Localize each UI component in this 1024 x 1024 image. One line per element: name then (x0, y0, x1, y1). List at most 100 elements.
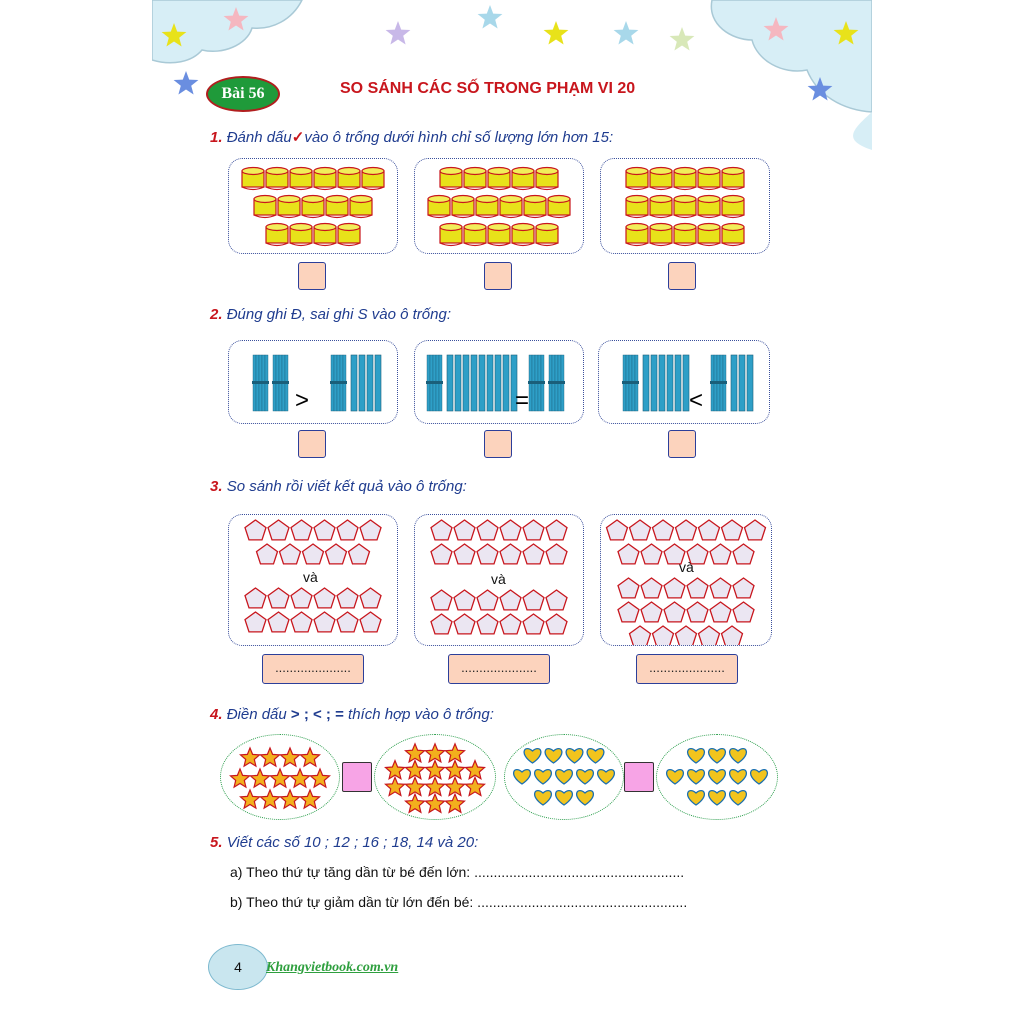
pentagon-icon (453, 589, 476, 611)
pentagon-icon (336, 519, 359, 541)
answer-box[interactable] (668, 262, 696, 290)
answer-box[interactable] (298, 430, 326, 458)
star-icon (239, 788, 261, 810)
pentagon-icon (476, 519, 499, 541)
pentagon-icon (545, 519, 568, 541)
pentagon-icon (244, 611, 267, 633)
page-title: SO SÁNH CÁC SỐ TRONG PHẠM VI 20 (340, 80, 636, 97)
drum-icon (337, 166, 361, 191)
drum-icon (349, 194, 373, 219)
star-icon (424, 792, 446, 814)
star-icon (807, 77, 833, 101)
pentagon-icon (244, 587, 267, 609)
stick-icon (510, 354, 518, 412)
drum-icon (511, 166, 535, 191)
question-5: 5. Viết các số 10 ; 12 ; 16 ; 18, 14 và … (210, 834, 478, 851)
sign-box[interactable] (342, 762, 372, 792)
stick-icon (738, 354, 746, 412)
drum-icon (487, 222, 511, 247)
star-icon (424, 759, 446, 780)
pentagon-icon (628, 519, 652, 541)
answer-box[interactable] (668, 430, 696, 458)
pentagon-icon (545, 543, 568, 565)
pentagon-icon (545, 589, 568, 611)
stick-icon (366, 354, 374, 412)
drum-icon (697, 194, 721, 219)
question-2: 2. Đúng ghi Đ, sai ghi S vào ô trống: (210, 306, 451, 323)
pentagon-icon (499, 613, 522, 635)
drum-icon (439, 166, 463, 191)
star-icon (444, 742, 466, 764)
star-icon (763, 17, 789, 41)
pentagon-icon (499, 519, 522, 541)
star-icon (309, 767, 331, 789)
pentagon-icon (359, 587, 382, 609)
pentagon-icon (301, 543, 325, 565)
heart-icon (750, 769, 768, 785)
heart-icon (729, 790, 747, 806)
answer-box[interactable] (484, 262, 512, 290)
stick-icon (642, 354, 650, 412)
hearts-oval-left (504, 734, 624, 820)
drum-icon (721, 166, 745, 191)
bundle-icon (330, 354, 347, 412)
sticks-group-1: > (228, 340, 398, 424)
answer-box[interactable] (298, 262, 326, 290)
pentagon-icon (255, 543, 279, 565)
order-ascending-line[interactable]: a) Theo thứ tự tăng dần từ bé đến lớn: .… (230, 864, 685, 880)
order-descending-line[interactable]: b) Theo thứ tự giảm dần từ lớn đến bé: .… (230, 894, 688, 910)
question-number: 2. (210, 306, 223, 323)
pentagon-icon (732, 577, 755, 599)
site-link[interactable]: Khangvietbook.com.vn (266, 960, 399, 975)
pentagon-group-3: và (600, 514, 772, 647)
pentagon-icon (453, 519, 476, 541)
pentagon-icon (522, 543, 545, 565)
stick-icon (374, 354, 382, 412)
pentagon-icon (290, 587, 313, 609)
stick-icon (462, 354, 470, 412)
drum-icon (289, 166, 313, 191)
star-icon (404, 759, 426, 780)
star-icon (404, 742, 426, 764)
pentagon-icon (732, 601, 755, 623)
stick-icon (486, 354, 494, 412)
pentagon-icon (720, 519, 744, 541)
star-icon (669, 27, 695, 51)
heart-icon (586, 748, 605, 764)
hearts-oval-right (656, 734, 778, 820)
pentagon-icon (476, 543, 499, 565)
pentagon-group-2: và (414, 514, 584, 646)
pentagon-icon (709, 543, 732, 565)
pentagon-icon (697, 625, 721, 647)
question-number: 1. (210, 129, 223, 146)
question-4: 4. Điền dấu > ; < ; = thích hợp vào ô tr… (210, 706, 494, 723)
pentagon-icon (267, 519, 290, 541)
pentagon-icon (313, 587, 336, 609)
heart-icon (555, 790, 573, 806)
pentagon-icon (313, 611, 336, 633)
drum-icon (463, 222, 487, 247)
question-text: So sánh rồi viết kết quả vào ô trống: (226, 478, 467, 495)
heart-icon (523, 748, 542, 764)
pentagon-icon (663, 543, 686, 565)
answer-box[interactable] (484, 430, 512, 458)
answer-field[interactable]: ..................... (262, 654, 364, 684)
drum-icon (547, 194, 571, 219)
drum-icon (325, 194, 349, 219)
answer-field[interactable]: ..................... (448, 654, 550, 684)
stick-icon (470, 354, 478, 412)
drum-group-1 (228, 158, 398, 254)
stick-icon (746, 354, 754, 412)
pentagon-icon (476, 589, 499, 611)
stick-icon (674, 354, 682, 412)
star-icon (543, 21, 569, 45)
heart-icon (708, 790, 726, 806)
question-text: Đúng ghi Đ, sai ghi S vào ô trống: (226, 306, 451, 323)
pentagon-icon (522, 519, 545, 541)
answer-field[interactable]: ..................... (636, 654, 738, 684)
star-icon (259, 746, 281, 768)
question-3: 3. So sánh rồi viết kết quả vào ô trống: (210, 478, 467, 495)
heart-icon (729, 748, 747, 764)
sign-box[interactable] (624, 762, 654, 792)
pentagon-icon (640, 577, 663, 599)
